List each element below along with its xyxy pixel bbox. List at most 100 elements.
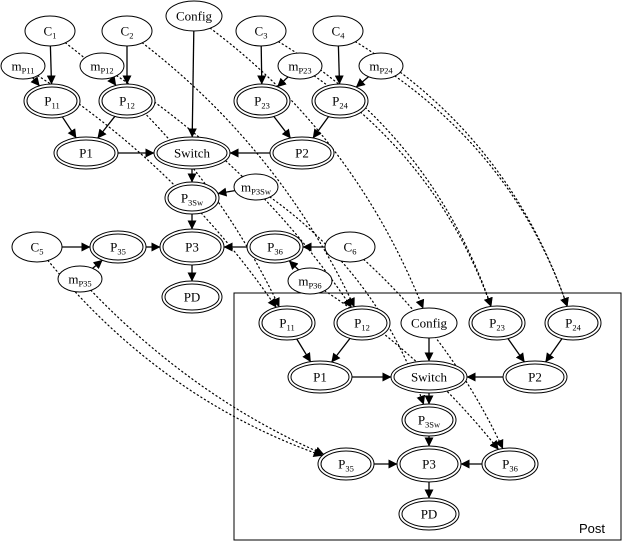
- node-label: PD: [421, 507, 438, 522]
- edge-p23-to-p2: [273, 116, 292, 139]
- node-switch: Switch: [153, 136, 231, 170]
- edge-q-p23-to-q-p2: [507, 338, 525, 363]
- node-pd: PD: [161, 280, 223, 314]
- node-label: P11: [279, 316, 294, 333]
- node-label: mP3Sw: [241, 180, 272, 197]
- node-q-p35: P35: [317, 447, 375, 481]
- node-p1: P1: [53, 136, 119, 170]
- node-label: mP36: [298, 274, 321, 291]
- node-label: P23: [254, 94, 270, 111]
- node-p35: P35: [89, 230, 147, 264]
- node-mp11: mP11: [0, 52, 46, 80]
- node-label: mP35: [68, 272, 91, 289]
- edge-mp24-to-p24: [355, 76, 369, 88]
- edge-mp23-to-p23: [276, 76, 289, 88]
- dotted-edge-c5-to-q-p35: [47, 259, 323, 457]
- node-label: P3: [422, 457, 436, 472]
- edge-p12-to-p1: [97, 115, 116, 139]
- edge-c4-to-p24: [334, 45, 344, 85]
- dotted-edge-c6-to-q-p36: [363, 258, 504, 450]
- node-p12: P12: [98, 83, 156, 119]
- edge-mp3sw-to-p3sw: [217, 187, 236, 197]
- node-p23: P23: [233, 83, 291, 119]
- node-label: P3Sw: [181, 191, 204, 208]
- node-q-p2: P2: [502, 360, 568, 394]
- node-label: mP24: [369, 59, 393, 76]
- node-config: Config: [165, 0, 223, 32]
- node-q-p3: P3: [396, 445, 462, 483]
- node-c6: C6: [324, 231, 376, 263]
- node-q-p11: P11: [258, 305, 316, 341]
- node-q-p24: P24: [544, 305, 602, 341]
- node-label: P35: [338, 457, 354, 474]
- node-label: P36: [267, 240, 283, 257]
- node-label: P36: [502, 457, 518, 474]
- node-mp24: mP24: [358, 52, 404, 80]
- edge-c3-to-p23: [257, 45, 267, 85]
- node-label: P1: [79, 146, 93, 161]
- edge-q-p24-to-q-p2: [545, 338, 563, 363]
- node-label: Switch: [174, 146, 211, 161]
- node-label: P1: [313, 370, 327, 385]
- node-label: PD: [184, 290, 201, 305]
- post-label: Post: [579, 521, 605, 536]
- node-mp12: mP12: [79, 52, 125, 80]
- node-label: P2: [528, 370, 542, 385]
- node-label: mP12: [90, 59, 113, 76]
- edge-p24-to-p2: [312, 116, 330, 139]
- node-p3sw: P3Sw: [164, 181, 220, 215]
- node-label: P12: [119, 94, 135, 111]
- node-q-pd: PD: [398, 497, 460, 531]
- node-q-p36: P36: [481, 447, 539, 481]
- dotted-edge-mp11-to-q-p11: [37, 75, 277, 308]
- node-label: C5: [31, 240, 44, 257]
- node-label: P3Sw: [418, 413, 441, 430]
- node-q-p1: P1: [287, 360, 353, 394]
- edge-c1-to-p11: [46, 45, 56, 85]
- solid-edges: [30, 30, 563, 499]
- node-label: C1: [44, 24, 57, 41]
- edge-mp12-to-p12: [107, 75, 117, 86]
- node-c3: C3: [235, 15, 287, 47]
- node-label: Config: [411, 316, 448, 331]
- dotted-edge-c4-to-q-p24: [354, 41, 569, 307]
- dotted-edge-mp35-to-q-p35: [90, 289, 325, 456]
- node-q-p23: P23: [468, 305, 526, 341]
- node-mp3sw: mP3Sw: [233, 173, 279, 201]
- node-label: C3: [255, 24, 268, 41]
- node-p11: P11: [23, 83, 81, 119]
- node-label: C6: [344, 240, 357, 257]
- node-p3: P3: [159, 228, 225, 266]
- dotted-edge-config-to-q-config: [209, 27, 425, 309]
- edge-q-p12-to-q-p1: [331, 338, 351, 363]
- dotted-edge-mp24-to-q-p24: [394, 75, 569, 307]
- node-label: Config: [176, 9, 213, 24]
- node-c4: C4: [312, 15, 364, 47]
- node-label: P3: [185, 240, 199, 255]
- node-label: P23: [489, 316, 505, 333]
- node-mp35: mP35: [57, 265, 103, 293]
- edge-mp11-to-p11: [30, 76, 40, 87]
- node-label: P12: [354, 316, 370, 333]
- node-p36: P36: [246, 230, 304, 264]
- node-label: mP23: [288, 59, 311, 76]
- dotted-edge-c3-to-q-p23: [278, 41, 493, 307]
- node-label: C4: [332, 24, 346, 41]
- edge-p11-to-p1: [61, 116, 77, 139]
- node-q-p3sw: P3Sw: [401, 403, 457, 437]
- node-q-switch: Switch: [390, 360, 468, 394]
- node-p24: P24: [311, 83, 369, 119]
- node-label: C2: [121, 24, 134, 41]
- node-mp23: mP23: [277, 52, 323, 80]
- node-label: mP11: [11, 59, 34, 76]
- edge-mp36-to-p36: [288, 260, 300, 271]
- node-q-config: Config: [400, 307, 458, 339]
- node-mp36: mP36: [287, 267, 333, 295]
- node-c5: C5: [11, 231, 63, 263]
- node-p2: P2: [269, 136, 335, 170]
- node-c1: C1: [24, 15, 76, 47]
- node-label: P2: [295, 146, 309, 161]
- edge-q-p11-to-q-p1: [296, 338, 312, 363]
